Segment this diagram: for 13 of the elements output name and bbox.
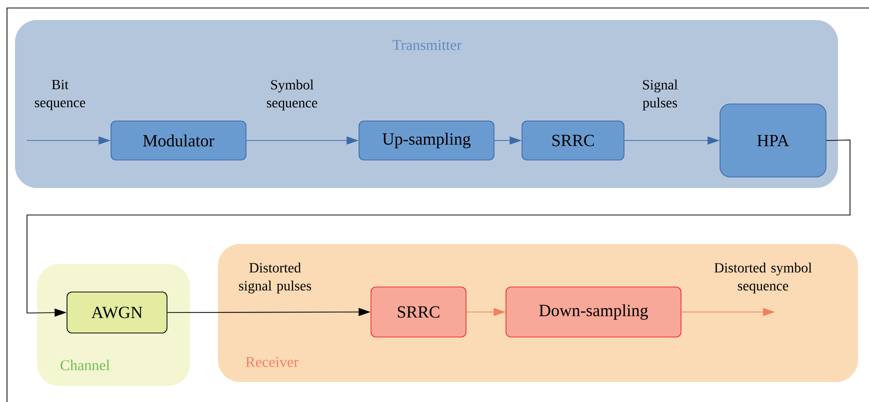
- edge-label: Signal pulses: [642, 80, 678, 110]
- process-box: AWGN: [66, 292, 168, 334]
- process-box: SRRC: [370, 286, 466, 338]
- process-box: Down-sampling: [506, 286, 682, 338]
- arrow: [26, 140, 850, 317]
- edge-label: Distorted symbol sequence: [714, 262, 812, 294]
- edge-label: Symbol sequence: [266, 80, 318, 110]
- process-box: HPA: [720, 104, 826, 178]
- edge-label: Distorted signal pulses: [239, 262, 312, 294]
- process-box: SRRC: [522, 120, 624, 160]
- process-box: Modulator: [110, 120, 246, 160]
- edge-label: Bit sequence: [34, 80, 86, 110]
- process-box: Up-sampling: [358, 120, 494, 160]
